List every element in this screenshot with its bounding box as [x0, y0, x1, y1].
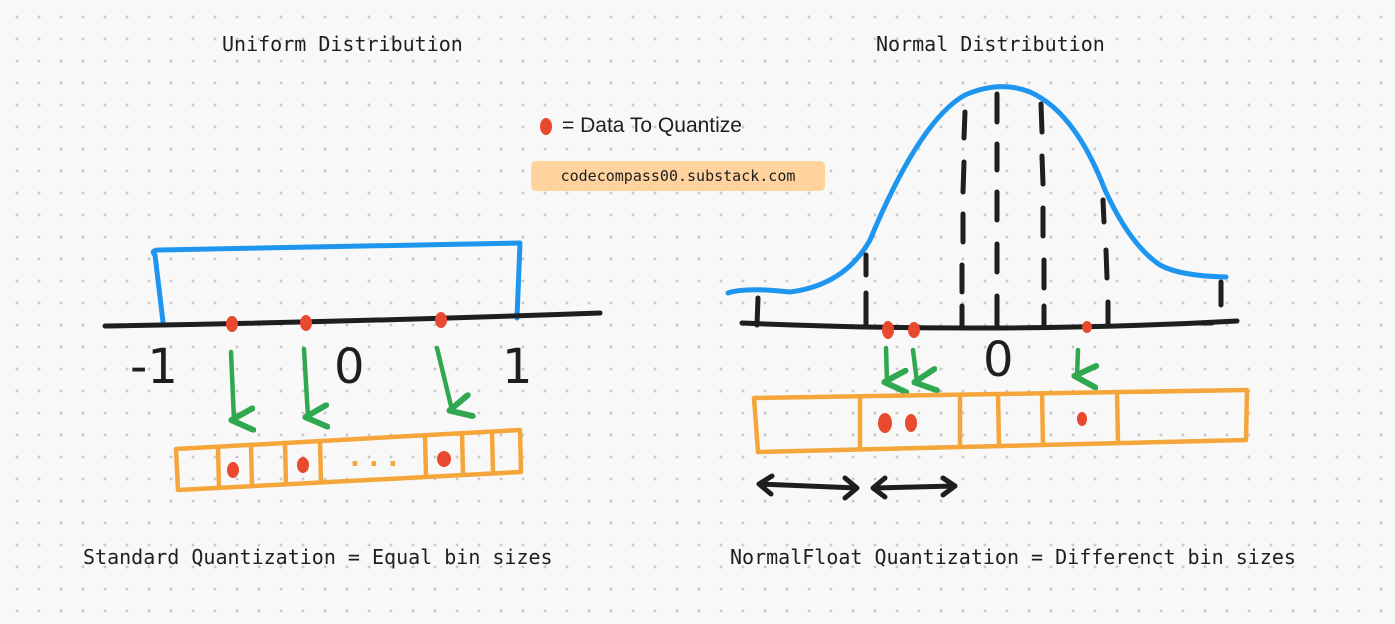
bin-divider: [422, 432, 429, 479]
url-badge: codecompass00.substack.com: [531, 161, 825, 191]
binned-point: [437, 451, 451, 467]
legend-red-dot-icon: [540, 117, 552, 135]
normalfloat-quantization-caption: NormalFloat Quantization = Differenct bi…: [730, 545, 1296, 569]
data-point: [435, 312, 447, 328]
bin-divider: [489, 429, 496, 476]
normal-distribution-title: Normal Distribution: [876, 32, 1105, 56]
data-point: [908, 322, 920, 338]
binned-point: [227, 462, 239, 478]
normal-arrows: [886, 345, 1078, 382]
uniform-distribution-graph: [102, 240, 603, 329]
bin-divider: [215, 444, 222, 491]
quantize-arrow: [231, 349, 234, 420]
bin-divider: [317, 438, 324, 485]
normal-density-curve: [725, 84, 1229, 296]
uniform-binned-points: [227, 451, 451, 478]
binned-point: [297, 457, 309, 473]
standard-quantization-caption: Standard Quantization = Equal bin sizes: [83, 545, 553, 569]
bin-divider: [282, 440, 289, 487]
bin-divider: [995, 391, 1002, 449]
bin-divider: [459, 430, 466, 477]
uniform-axis-line: [102, 310, 603, 329]
boundary-line: [959, 109, 968, 330]
quantize-arrow: [910, 347, 917, 382]
uniform-arrows: [231, 345, 452, 420]
normal-distribution-graph: [725, 84, 1240, 331]
uniform-axis-label-0: 0: [334, 339, 365, 395]
boundary-line: [1038, 101, 1047, 330]
binned-point: [1077, 412, 1087, 426]
bin-divider: [1114, 389, 1121, 446]
bin-divider: [248, 442, 255, 489]
data-point: [226, 316, 238, 332]
bins-outline: [751, 387, 1250, 455]
uniform-density-curve: [150, 240, 523, 325]
quantize-arrow: [301, 346, 308, 417]
uniform-distribution-title: Uniform Distribution: [222, 32, 463, 56]
quantize-arrow: [886, 345, 887, 382]
binned-point: [878, 413, 892, 433]
uniform-axis-label-neg1: -1: [130, 339, 178, 395]
boundary-line: [1100, 197, 1111, 329]
normal-data-points: [882, 321, 1092, 339]
data-point: [1082, 321, 1092, 333]
binned-point: [905, 414, 917, 432]
legend: = Data To Quantize: [540, 114, 742, 138]
legend-text: = Data To Quantize: [562, 114, 742, 137]
normal-bin-boundaries: [754, 91, 1224, 330]
uniform-data-points: [226, 312, 447, 332]
normal-axis-line: [739, 318, 1240, 331]
bins-outline: [173, 427, 524, 493]
normal-binned-points: [878, 412, 1087, 433]
uniform-bins: [173, 427, 524, 493]
normal-bins: [751, 387, 1250, 455]
normal-axis-label-0: 0: [983, 332, 1014, 388]
data-point: [300, 315, 312, 331]
quantize-arrow: [1077, 347, 1078, 376]
bin-divider: [1039, 390, 1046, 448]
bin-width-arrows: [756, 473, 958, 501]
uniform-axis-label-1: 1: [502, 339, 533, 395]
data-point: [882, 321, 894, 339]
ellipsis-dots: . . .: [350, 443, 398, 473]
quantize-arrow: [434, 345, 452, 410]
boundary-line: [754, 295, 761, 328]
wide-bin-width-arrow: [756, 473, 860, 501]
narrow-bin-width-arrow: [870, 475, 958, 500]
